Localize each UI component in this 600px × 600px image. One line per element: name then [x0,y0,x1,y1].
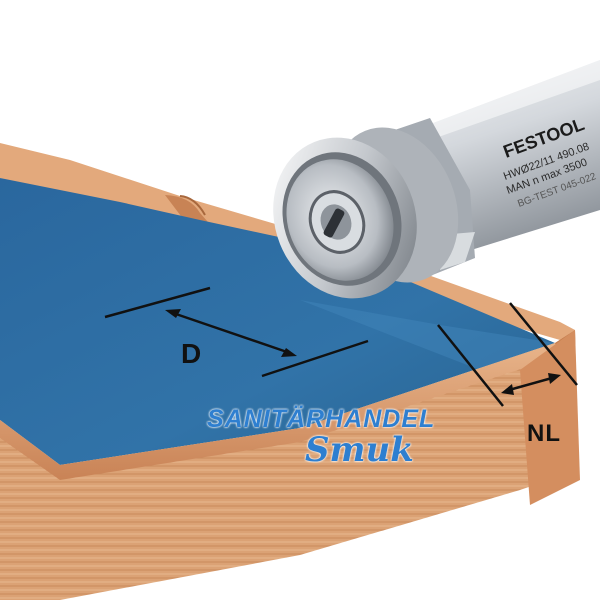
nl-arrow-head-start [501,384,514,395]
d-arrow-head-end [281,348,297,357]
nl-arrow-line [508,376,553,392]
dimension-nl [437,302,578,407]
d-arrow-head-start [165,309,181,318]
nl-reference-line-right [509,302,578,386]
dimension-d-label: D [181,338,203,369]
watermark-line-2: Smuk [305,430,414,470]
d-reference-line-bottom [261,339,369,378]
wood-board [0,143,580,600]
dimension-nl-label: NL [527,420,561,447]
dimension-d [104,286,369,378]
router-bit: FESTOOL HWØ22/11 490.08 MAN n max 3500 B… [273,60,600,299]
nl-reference-line-left [437,324,504,407]
d-arrow-line [172,311,288,354]
laminate-surface [0,178,555,465]
nl-arrow-head-end [548,373,561,384]
watermark-line-1: SANITÄRHANDEL [207,405,436,433]
bearing [273,137,417,299]
d-reference-line-top [104,286,211,319]
